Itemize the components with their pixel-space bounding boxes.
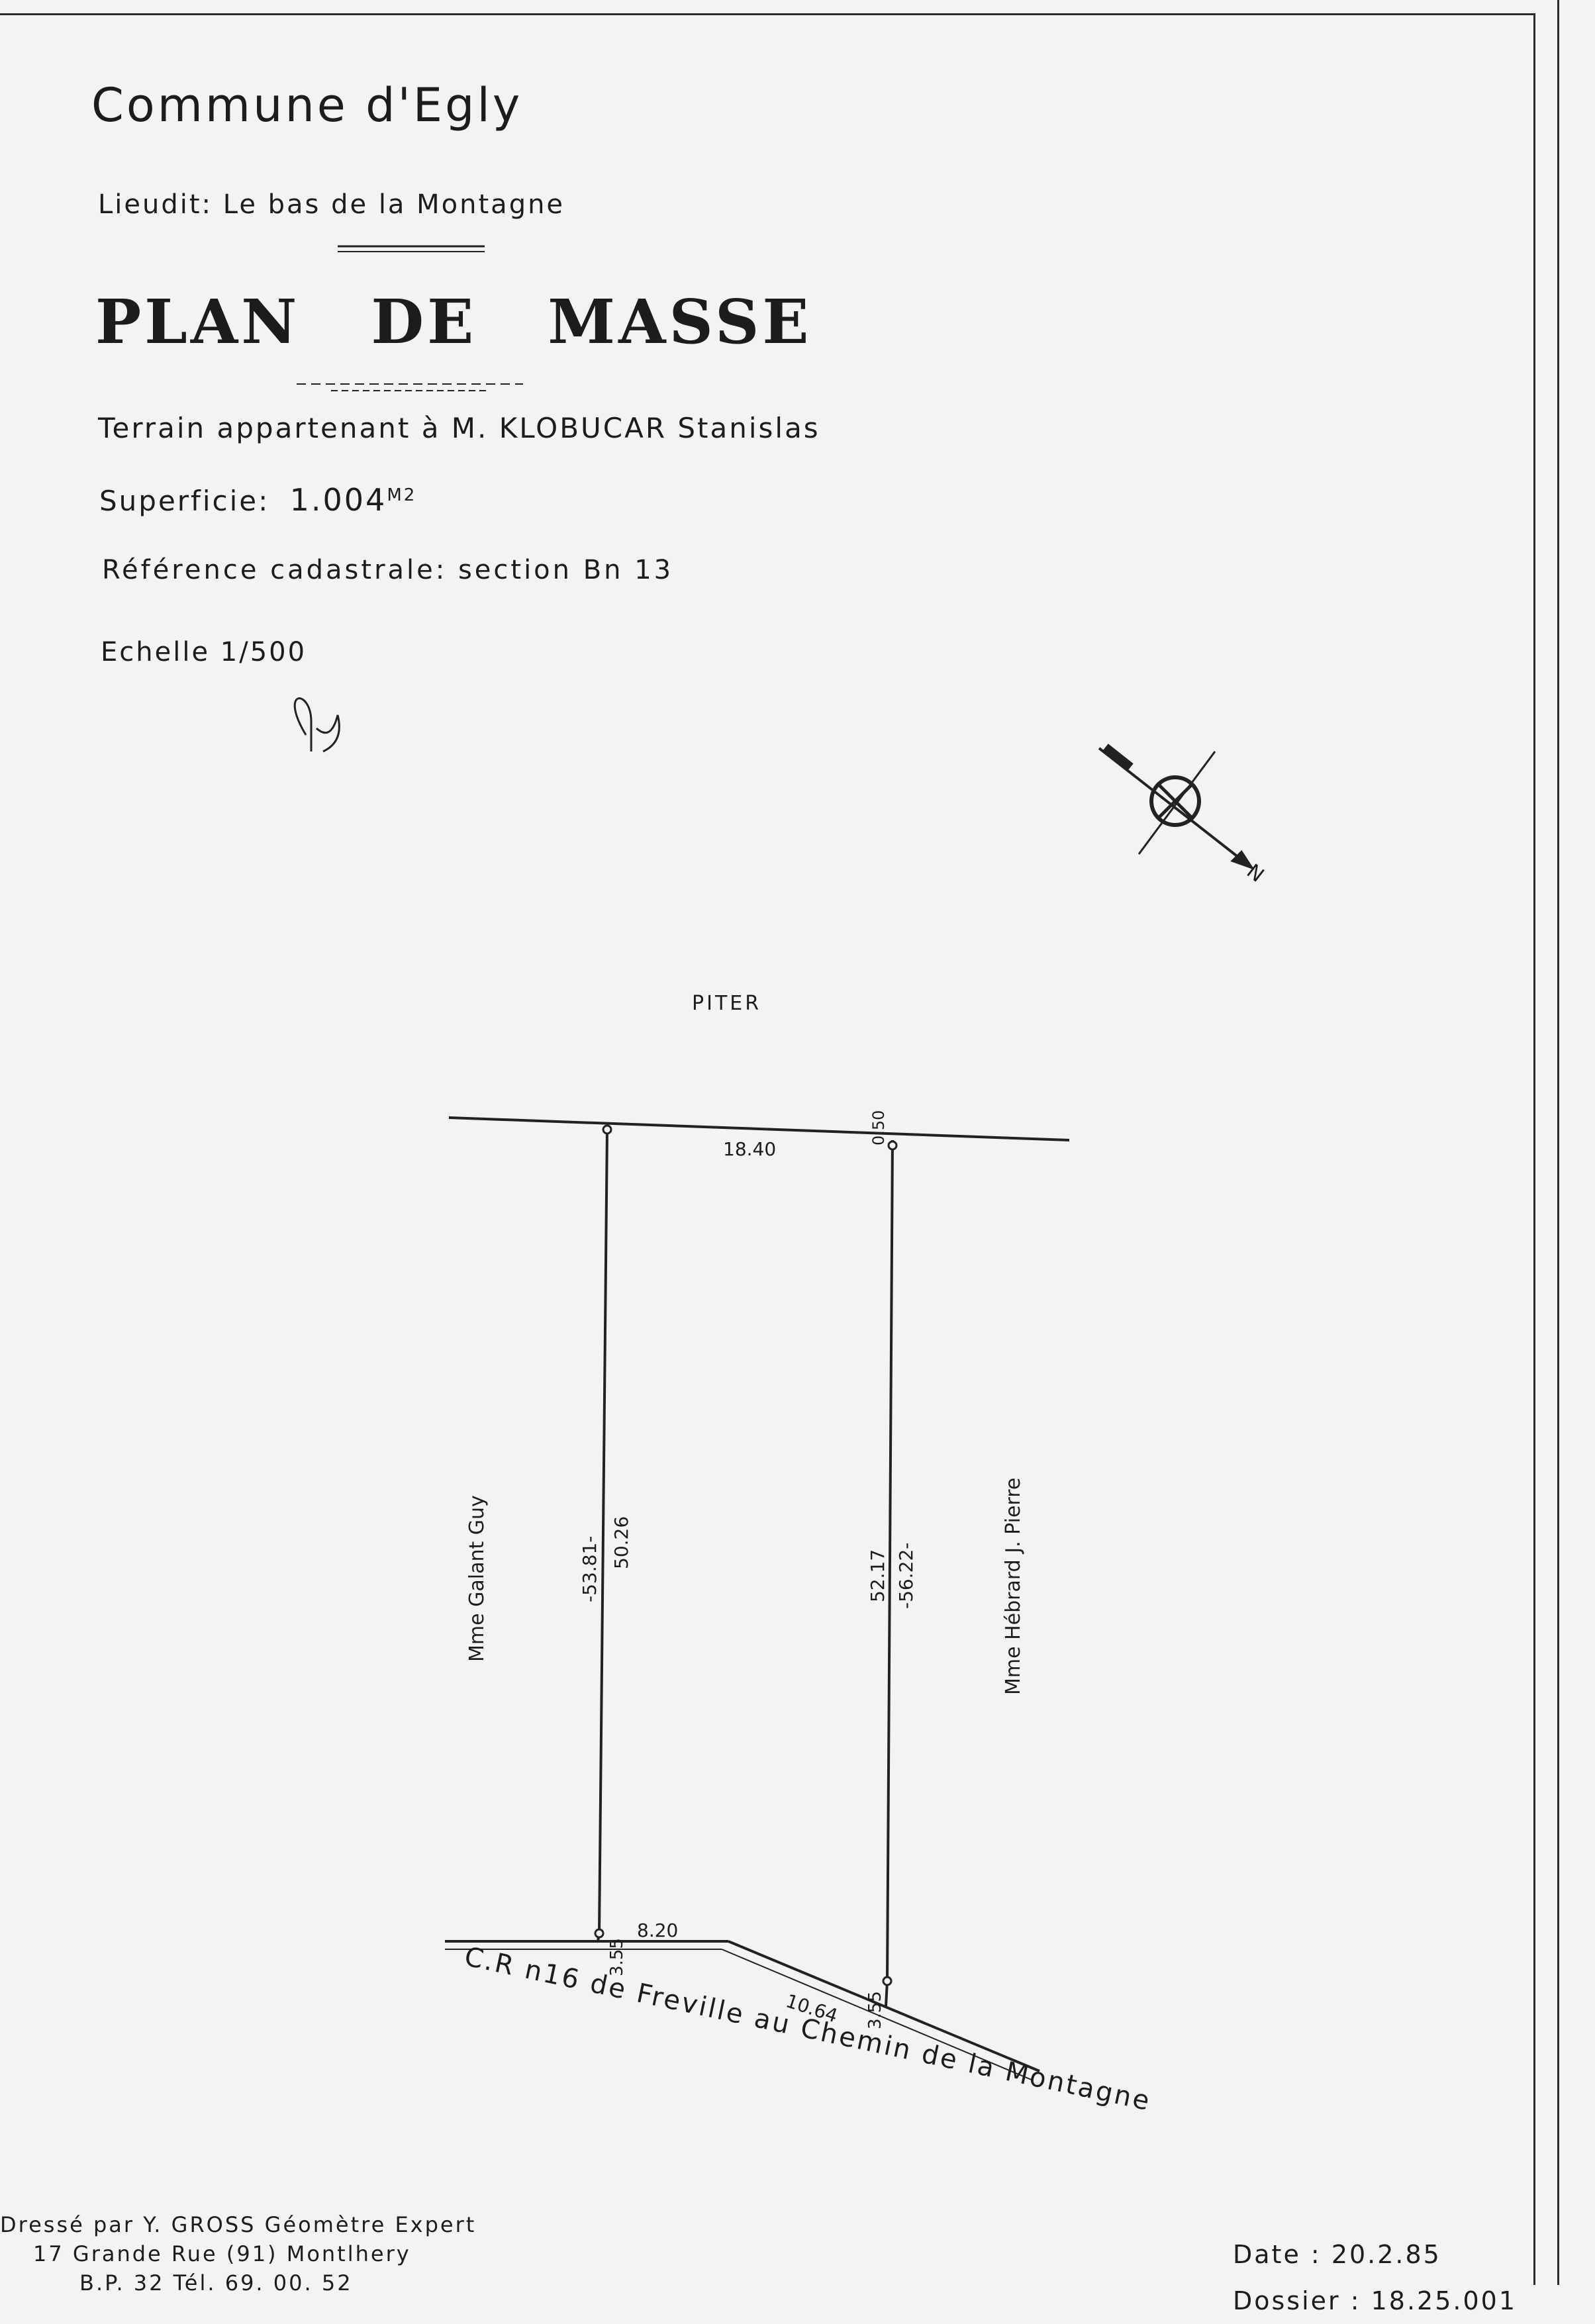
dim-left-setback: 3.55 [607, 1938, 627, 1976]
dim-left-side-a: -53.81- [579, 1536, 601, 1602]
superficie-line: Superficie: 1.004M2 [99, 482, 416, 518]
plan-title: PLAN DE MASSE [95, 286, 812, 358]
north-arrow-icon [1098, 744, 1255, 870]
commune-title: Commune d'Egly [91, 78, 523, 132]
dim-top-width: 18.40 [723, 1138, 776, 1160]
top-boundary-line [448, 1116, 1070, 1141]
date-block: Date : 20.2.85 Dossier : 18.25.001 [1233, 2231, 1517, 2324]
right-boundary-line [886, 1139, 894, 1982]
date-value: 20.2.85 [1331, 2240, 1441, 2269]
neighbor-top-label: PITER [692, 992, 761, 1015]
boundary-marker [882, 1976, 893, 1986]
superficie-unit: M2 [387, 485, 417, 505]
dim-right-side-b: -56.22- [895, 1543, 917, 1609]
boundary-marker [594, 1928, 604, 1939]
neighbor-right-label: Mme Hébrard J. Pierre [1002, 1478, 1025, 1695]
date-label: Date : [1233, 2240, 1322, 2269]
superficie-label: Superficie: [99, 485, 270, 517]
road-edge-line-upper-slope [728, 1940, 1040, 2072]
boundary-marker [887, 1140, 898, 1151]
neighbor-left-label: Mme Galant Guy [465, 1495, 489, 1662]
surveyor-name: Dressé par Y. GROSS Géomètre Expert [0, 2212, 477, 2237]
dim-left-side-b: 50.26 [610, 1516, 632, 1569]
left-boundary-line [598, 1129, 608, 1934]
signature-mark [293, 697, 340, 753]
dim-bottom-left: 8.20 [637, 1919, 678, 1941]
dim-top-offset: 0.50 [869, 1110, 888, 1145]
scale-line: Echelle 1/500 [101, 637, 307, 667]
frame-top-line [0, 13, 1535, 15]
road-label: C.R n16 de Freville au Chemin de la Mont… [461, 1941, 1153, 2117]
frame-outer-right-line [1557, 0, 1559, 2285]
lieudit-line: Lieudit: Le bas de la Montagne [98, 189, 565, 220]
frame-right-line [1533, 13, 1535, 2285]
superficie-value: 1.004 [289, 482, 387, 518]
dim-right-side-a: 52.17 [867, 1549, 889, 1602]
surveyor-phone: B.P. 32 Tél. 69. 00. 52 [79, 2270, 353, 2296]
dim-right-setback: 3.55 [865, 1991, 885, 2029]
surveyor-address: 17 Grande Rue (91) Montlhery [33, 2241, 411, 2266]
surveyor-block: Dressé par Y. GROSS Géomètre Expert 17 G… [0, 2210, 476, 2298]
terrain-owner: Terrain appartenant à M. KLOBUCAR Stanis… [98, 412, 820, 444]
date-line: Date : 20.2.85 [1233, 2231, 1517, 2278]
boundary-marker [602, 1124, 612, 1135]
cadastral-reference: Référence cadastrale: section Bn 13 [102, 555, 674, 585]
